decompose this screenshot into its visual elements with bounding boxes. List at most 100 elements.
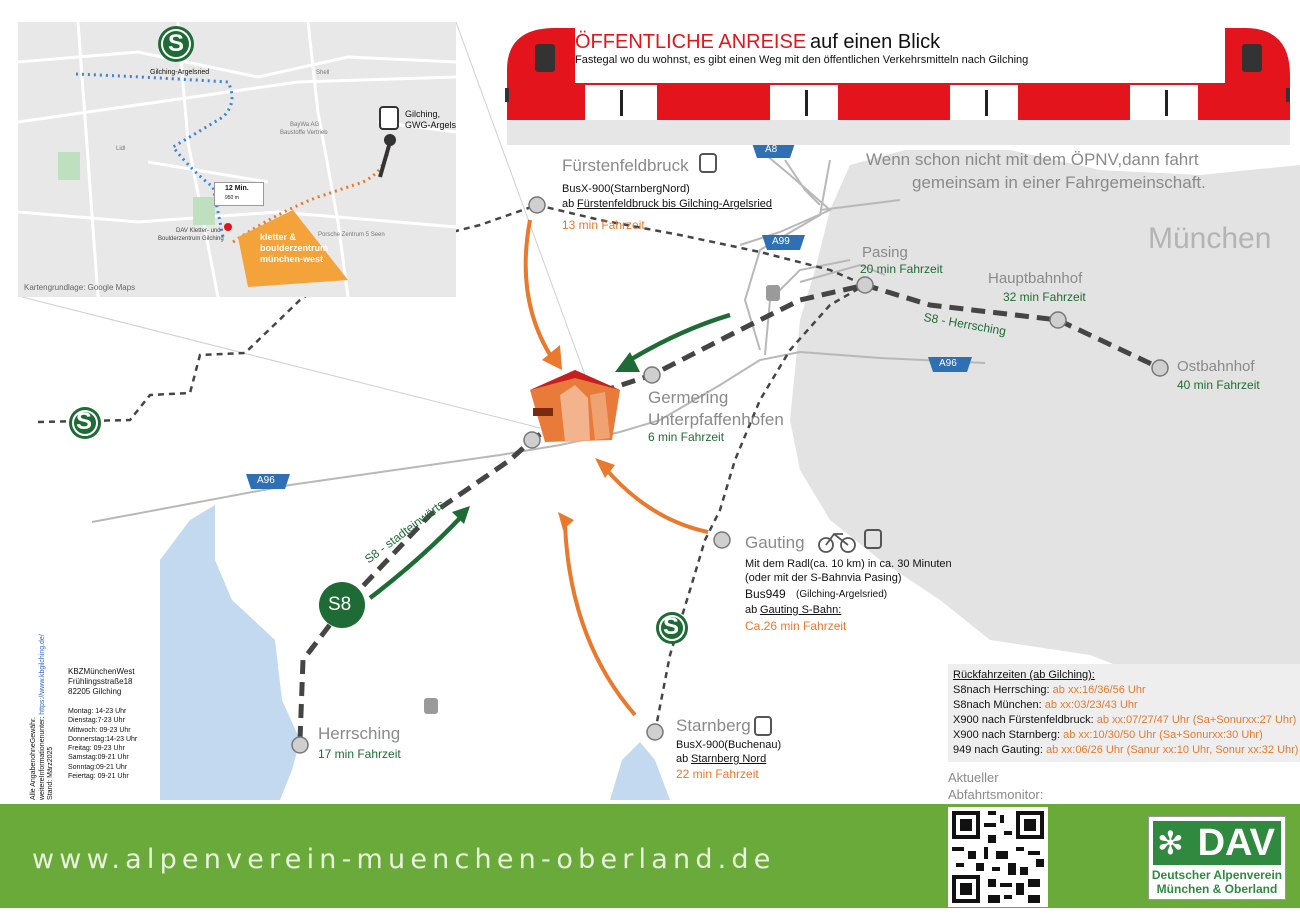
inset-poi-lidl: Lidl <box>116 146 126 152</box>
inset-poi-porsche: Porsche Zentrum 5 Seen <box>318 232 385 238</box>
munich-region <box>790 150 1300 690</box>
hours-row: Sonntag:09-21 Uhr <box>68 763 128 771</box>
dav-line2: München & Oberland <box>1156 882 1278 896</box>
return-row-label: S8nach München: <box>953 699 1042 711</box>
inset-poi-shell: Shell <box>316 70 330 76</box>
monitor-line1: Aktueller <box>948 770 999 785</box>
return-row-times: ab xx:16/36/56 Uhr <box>1052 684 1146 696</box>
starnberg-time: 22 min Fahrzeit <box>676 767 759 781</box>
walk-info-box: 12 Min. 950 m <box>214 182 264 206</box>
hours-row: Freitag: 09-23 Uhr <box>68 745 125 753</box>
gauting-bus-suffix: (Gilching-Argelsried) <box>796 589 888 600</box>
hours-row: Montag: 14-23 Uhr <box>68 708 127 715</box>
hours-row: Mittwoch: 09-23 Uhr <box>68 726 131 734</box>
inset-gym-label-line2: Boulderzentrum Gilching <box>158 236 224 242</box>
header-title: ÖFFENTLICHE ANREISE <box>575 31 807 53</box>
gym-sign-line2: boulderzentrum <box>260 243 329 253</box>
a96-west-label: A96 <box>257 475 275 486</box>
monitor-line2: Abfahrtsmonitor: <box>948 787 1044 802</box>
green-arrows <box>368 312 731 600</box>
return-row-label: X900 nach Fürstenfeldbruck: <box>953 714 1094 726</box>
a8-label: A8 <box>765 144 778 155</box>
walk-time: 12 Min. <box>225 185 249 192</box>
s-logo-west: S <box>76 408 93 435</box>
inset-bus-stop-line2: GWG-Argelsried <box>405 120 456 130</box>
a99-label: A99 <box>772 236 790 247</box>
inset-station-label: Gilching-Argelsried <box>150 69 210 76</box>
climbing-gym-building <box>530 370 620 442</box>
walk-distance: 950 m <box>225 195 239 201</box>
return-row-times: ab xx:06/26 Uhr (Sanur xx:10 Uhr, Sonur … <box>1045 744 1299 756</box>
hours-row: Dienstag:7-23 Uhr <box>68 717 125 725</box>
hours-row: Feiertag: 09-21 Uhr <box>68 773 129 781</box>
munich-label: München <box>1148 222 1272 255</box>
gauting-line4-prefix: ab <box>745 604 758 616</box>
a96-east-label: A96 <box>939 358 957 369</box>
s8-herrsching-line <box>297 282 1162 741</box>
return-row-times: ab xx:07/27/47 Uhr (Sa+Sonurxx:27 Uhr) <box>1096 714 1297 726</box>
dav-logo: DAV ✻ Deutscher Alpenverein München & Ob… <box>1148 816 1286 900</box>
inset-gym-label-line1: DAV Kletter- und <box>176 228 221 234</box>
disclaimer: Alle AngabenohneGewähr. weitereInformati… <box>30 634 56 800</box>
header-subtitle: Fastegal wo du wohnst, es gibt einen Weg… <box>575 54 1029 66</box>
header-title-suffix: auf einen Blick <box>810 31 941 53</box>
green-arrowheads <box>452 352 640 524</box>
ffb-time: 13 min Fahrzeit <box>562 218 645 232</box>
herrsching-name: Herrsching <box>318 724 401 743</box>
starnberger-see-lake <box>610 742 670 800</box>
herrsching-time: 17 min Fahrzeit <box>318 747 401 761</box>
return-row: S8nach Herrsching: ab xx:16/36/56 Uhr <box>953 684 1146 696</box>
s-logo-starnberg: S <box>663 613 680 640</box>
carpool-notice-line2: gemeinsam in einer Fahrgemeinschaft. <box>912 173 1206 192</box>
disclaimer-line3: Stand: März2025 <box>47 746 54 800</box>
inset-s-logo: S <box>168 30 185 57</box>
starnberg-line1: BusX-900(Buchenau) <box>676 739 782 751</box>
carpool-notice-line1: Wenn schon nicht mit dem ÖPNV,dann fahrt <box>866 150 1199 169</box>
roads <box>91 149 986 523</box>
address-city: 82205 Gilching <box>68 687 122 696</box>
disclaimer-line2-prefix: weitereInformationenunter: <box>38 716 46 800</box>
gym-sign-line3: münchen-west <box>260 254 324 264</box>
hbf-time: 32 min Fahrzeit <box>1003 290 1086 304</box>
return-times-title: Rückfahrzeiten (ab Gilching): <box>953 669 1095 681</box>
s8-badge: S8 <box>328 594 352 615</box>
disclaimer-link[interactable]: https://www.kbgilching.de/ <box>38 634 46 715</box>
ffb-pasing-line <box>536 203 866 287</box>
website-link[interactable]: www.alpenverein-muenchen-oberland.de <box>32 844 776 875</box>
inset-connectors <box>21 21 586 429</box>
train-header <box>505 28 1290 145</box>
dav-line1: Deutscher Alpenverein <box>1151 868 1283 882</box>
pasing-time: 20 min Fahrzeit <box>860 262 943 276</box>
gauting-name: Gauting <box>745 533 805 552</box>
ammersee-lake <box>160 505 300 800</box>
starnberg-name: Starnberg <box>676 716 751 735</box>
highway-shields <box>246 143 972 489</box>
hbf-name: Hauptbahnhof <box>988 270 1083 287</box>
return-row: X900 nach Starnberg: ab xx:10/30/50 Uhr … <box>953 729 1263 741</box>
starnberg-line2-link[interactable]: Starnberg Nord <box>691 753 767 765</box>
departure-monitor-qr-code[interactable] <box>948 807 1048 907</box>
disclaimer-line2: weitereInformationenunter: https://www.k… <box>39 634 48 800</box>
gauting-bus: Bus949 <box>745 587 786 601</box>
return-row: 949 nach Gauting: ab xx:06/26 Uhr (Sanur… <box>953 744 1298 756</box>
qr-code-pattern <box>952 811 1044 903</box>
s-logo-circles <box>69 407 688 644</box>
orange-arrows <box>523 219 709 717</box>
germering-name-line2: Unterpfaffenhofen <box>648 410 784 429</box>
ffb-line2-link[interactable]: Fürstenfeldbruck bis Gilching-Argelsried <box>577 198 773 210</box>
return-row-label: X900 nach Starnberg: <box>953 729 1061 741</box>
inset-poi-bayware: BayWa AG <box>290 122 320 128</box>
disclaimer-line1: Alle AngabenohneGewähr. <box>30 717 37 800</box>
inset-map: Gilching-Argelsried S Gilching, GWG-Arge… <box>18 22 456 297</box>
bus-icons <box>699 153 882 736</box>
return-times-panel: Rückfahrzeiten (ab Gilching): S8nach Her… <box>948 664 1300 762</box>
dav-logo-mark: DAV <box>1153 821 1281 865</box>
return-row-times: ab xx:10/30/50 Uhr (Sa+Sonurxx:30 Uhr) <box>1063 729 1263 741</box>
ffb-name: Fürstenfeldbruck <box>562 156 689 175</box>
hours-row: Donnerstag:14-23 Uhr <box>68 735 138 743</box>
bicycle-icon <box>818 532 856 553</box>
starnberg-line2-prefix: ab <box>676 753 689 765</box>
gym-sign-line1: kletter & <box>260 232 297 242</box>
gauting-line4-link[interactable]: Gauting S-Bahn: <box>760 604 842 616</box>
